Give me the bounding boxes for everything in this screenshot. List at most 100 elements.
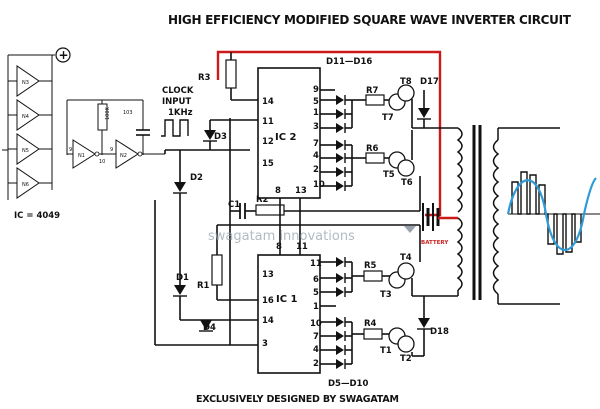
- transistor-t7-label: T7: [382, 113, 394, 123]
- output-waveform-icon: [506, 171, 600, 255]
- resistor-r7-label: R7: [366, 86, 379, 96]
- ic2-pin-5: 5: [313, 97, 319, 107]
- resistor-r1-icon: [211, 254, 223, 286]
- gate-n3-label: N3: [22, 80, 29, 86]
- clock-label-line1: CLOCK: [162, 86, 194, 96]
- diode-d4-label: D4: [203, 323, 216, 333]
- ic-note: IC = 4049: [14, 211, 60, 221]
- ic1-diode-array: [336, 257, 346, 369]
- ic1-pin-3: 3: [262, 339, 268, 349]
- footer-credit: EXCLUSIVELY DESIGNED BY SWAGATAM: [196, 394, 399, 405]
- gate-n2-label: N2: [120, 153, 127, 159]
- transistor-t8-label: T8: [400, 77, 412, 87]
- resistor-r6-icon: [365, 152, 385, 164]
- watermark-arrow-icon: [404, 226, 416, 233]
- supply-terminal-icon: [55, 47, 71, 63]
- resistor-r4-label: R4: [364, 319, 377, 329]
- transistor-t2-icon: [397, 335, 415, 353]
- ic2-pin-4: 4: [313, 151, 319, 161]
- transistor-t4-icon: [397, 262, 415, 280]
- diode-d18-icon: [418, 318, 430, 328]
- ic1-pin-16: 16: [262, 296, 274, 306]
- ic1-body: [257, 254, 321, 374]
- resistor-r4-icon: [363, 328, 383, 340]
- diode-d17-icon: [418, 108, 430, 118]
- ic1-pin-11: 11: [310, 259, 322, 269]
- watermark-text: swagatam innovations: [208, 229, 355, 244]
- ic1-pin-1: 1: [313, 302, 319, 312]
- ic2-pin-14: 14: [262, 97, 274, 107]
- transistor-t5-label: T5: [383, 170, 395, 180]
- clock-oscillator: 100K 103 N1 N2 9 10 9: [66, 99, 165, 169]
- ic2-pin-10: 10: [313, 180, 325, 190]
- resistor-r5-icon: [363, 270, 383, 282]
- resistor-r3-label: R3: [198, 73, 211, 83]
- diode-d1-label: D1: [176, 273, 189, 283]
- pin-9-label: 9: [69, 147, 72, 153]
- resistor-r2-label: R2: [256, 195, 269, 205]
- pin-9b-label: 9: [110, 147, 113, 153]
- transistor-t8-icon: [397, 84, 415, 102]
- ic1-pin-7: 7: [313, 332, 319, 342]
- resistor-r7-icon: [365, 94, 385, 106]
- ic2-pin-13: 13: [295, 186, 307, 196]
- gate-n4-label: N4: [22, 114, 29, 120]
- ic2-pin-11: 11: [262, 117, 274, 127]
- inverter-stack: N3 N4 N5 N6: [8, 65, 52, 199]
- transistor-t6-icon: [397, 159, 415, 177]
- ic1-pin-5: 5: [313, 288, 319, 298]
- ic2-pin-8: 8: [275, 186, 281, 196]
- clock-label-line3: 1KHz: [168, 108, 193, 118]
- transistor-t3-label: T3: [380, 290, 392, 300]
- gate-n6-label: N6: [22, 182, 29, 188]
- supply-plus-symbol: +: [59, 48, 69, 62]
- ic2-pin-3: 3: [313, 122, 319, 132]
- ic2-pin-9: 9: [313, 85, 319, 95]
- ic1-pin-10: 10: [310, 319, 322, 329]
- ic2-label: IC 2: [275, 132, 297, 143]
- diode-d2-label: D2: [190, 173, 203, 183]
- clock-label-line2: INPUT: [162, 97, 191, 107]
- ic2-pin-1: 1: [313, 108, 319, 118]
- diode-d3-label: D3: [214, 132, 227, 142]
- ic2-pin-12: 12: [262, 137, 274, 147]
- capacitor-c1-label: C1: [228, 200, 240, 210]
- ic1-pin-6: 6: [313, 275, 319, 285]
- diode-range-bottom-label: D5—D10: [328, 379, 368, 389]
- ic2-diode-array: [336, 95, 346, 191]
- ic1-label: IC 1: [276, 294, 298, 305]
- ic1-pin-8: 8: [276, 242, 282, 252]
- capacitor-103-label: 103: [123, 110, 133, 116]
- ic2-pin-7: 7: [313, 139, 319, 149]
- diode-d17-label: D17: [420, 77, 439, 87]
- supply-line: [216, 50, 442, 217]
- diode-d3-icon: [204, 130, 216, 140]
- schematic-title: HIGH EFFICIENCY MODIFIED SQUARE WAVE INV…: [168, 13, 572, 27]
- resistor-r5-label: R5: [364, 261, 377, 271]
- battery-label: BATTERY: [421, 240, 449, 246]
- pin-10-label: 10: [99, 159, 105, 165]
- diode-range-top-label: D11—D16: [326, 57, 372, 67]
- gate-n5-label: N5: [22, 148, 29, 154]
- resistor-100k-label: 100K: [105, 106, 111, 120]
- ic1-pin-2: 2: [313, 359, 319, 369]
- diode-d1-icon: [174, 285, 186, 295]
- supply-rail-group: +: [2, 47, 71, 200]
- ic1-pin-11-top: 11: [296, 242, 308, 252]
- resistor-r3-icon: [225, 59, 237, 89]
- transistor-t1-label: T1: [380, 346, 392, 356]
- transistor-t2-label: T2: [400, 354, 412, 364]
- ic2-pin-2: 2: [313, 165, 319, 175]
- ic2-body: [257, 67, 321, 199]
- battery-icon: [422, 203, 440, 231]
- ic2-pin-15: 15: [262, 159, 274, 169]
- gate-n1-label: N1: [78, 153, 85, 159]
- diode-d4-icon: [200, 320, 212, 330]
- transistor-t4-label: T4: [400, 253, 412, 263]
- ic1-pin-4: 4: [313, 345, 319, 355]
- resistor-r2-icon: [255, 204, 285, 216]
- clock-pulse-icon: [161, 119, 189, 137]
- diode-d18-label: D18: [430, 327, 449, 337]
- diode-d2-icon: [174, 182, 186, 192]
